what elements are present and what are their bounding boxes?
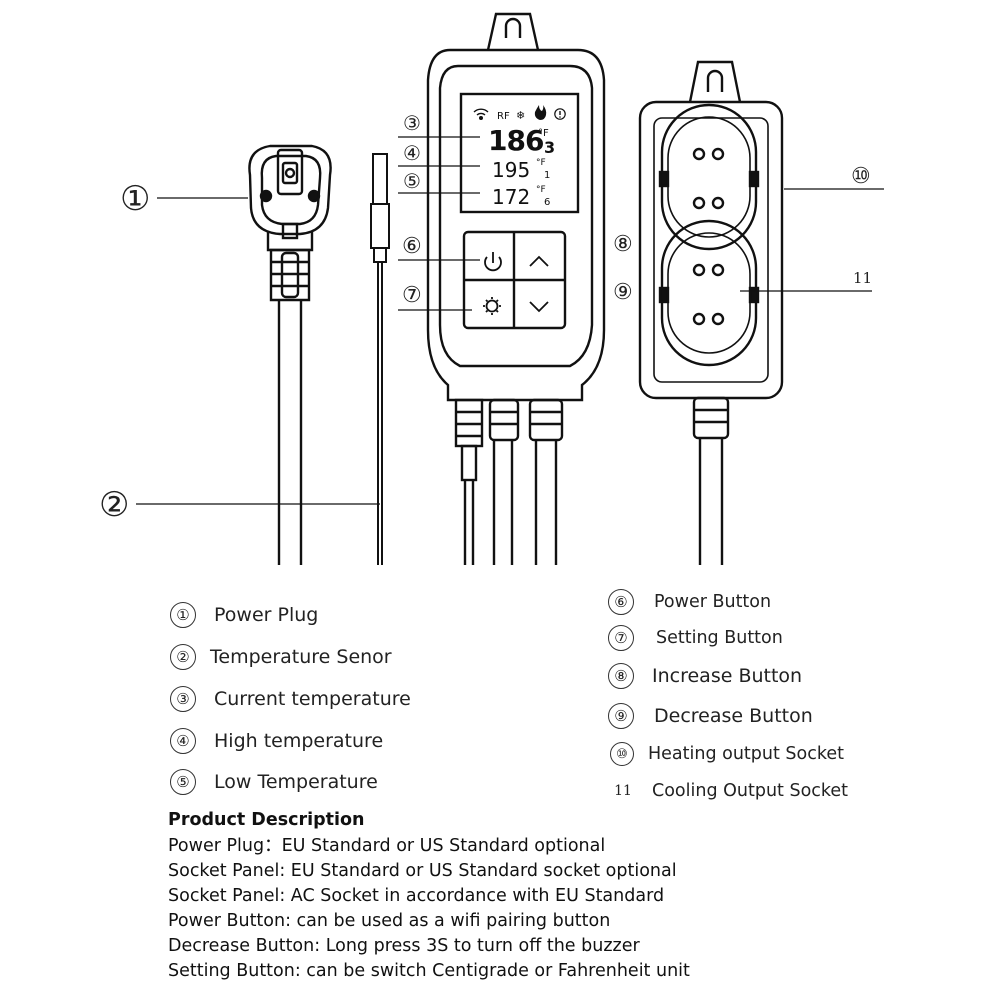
description-line: Socket Panel: AC Socket in accordance wi… bbox=[168, 886, 665, 906]
description-line: Power Button: can be used as a wifi pair… bbox=[168, 911, 611, 931]
callout-1: ① bbox=[120, 179, 150, 219]
callout-3: ③ bbox=[403, 111, 421, 135]
high-temperature-value: 195 bbox=[492, 158, 530, 182]
legend-number: ① bbox=[170, 602, 196, 628]
legend-item: ⑤ Low Temperature bbox=[170, 769, 378, 795]
product-diagram: RF ❄ 186 °F 3 195 °F 1 172 °F 6 bbox=[99, 12, 884, 565]
description-heading: Product Description bbox=[168, 810, 365, 830]
current-temperature-value: 186 bbox=[488, 124, 543, 157]
callout-6: ⑥ bbox=[402, 234, 422, 259]
legend-label: Decrease Button bbox=[654, 705, 813, 727]
power-button[interactable] bbox=[466, 234, 512, 278]
power-plug-illustration bbox=[248, 144, 332, 565]
legend-item: ⑩ Heating output Socket bbox=[610, 742, 844, 766]
legend-label: Increase Button bbox=[652, 665, 803, 687]
callout-8: ⑧ bbox=[613, 232, 633, 257]
callout-7: ⑦ bbox=[402, 283, 422, 308]
rf-label: RF bbox=[497, 111, 510, 122]
legend-label: Low Temperature bbox=[214, 771, 378, 793]
description-line: Setting Button: can be switch Centigrade… bbox=[168, 961, 690, 981]
callout-2: ② bbox=[99, 485, 129, 525]
legend-label: Heating output Socket bbox=[648, 744, 844, 764]
controller-illustration bbox=[426, 12, 606, 565]
legend-number: 11 bbox=[614, 783, 632, 799]
legend-item: ⑧ Increase Button bbox=[608, 663, 802, 689]
legend-number: ⑥ bbox=[608, 589, 634, 615]
chevron-up-icon bbox=[529, 255, 549, 267]
product-description: Product Description Power Plug：EU Standa… bbox=[168, 810, 968, 984]
legend-label: Power Plug bbox=[214, 604, 319, 626]
legend-number: ⑨ bbox=[608, 703, 634, 729]
legend-item: ② Temperature Senor bbox=[170, 644, 392, 670]
alarm-icon bbox=[554, 108, 566, 120]
callout-4: ④ bbox=[403, 141, 421, 165]
legend-label: Power Button bbox=[654, 592, 772, 612]
legend-label: Cooling Output Socket bbox=[652, 781, 849, 801]
flame-icon bbox=[534, 105, 547, 120]
legend-item: ① Power Plug bbox=[170, 602, 318, 628]
description-line: Socket Panel: EU Standard or US Standard… bbox=[168, 861, 677, 881]
legend-number: ③ bbox=[170, 686, 196, 712]
legend-number: ④ bbox=[170, 728, 196, 754]
low-temperature-value: 172 bbox=[492, 185, 530, 209]
current-temperature-sub: 3 bbox=[544, 138, 555, 157]
snowflake-icon: ❄ bbox=[516, 109, 525, 122]
callout-11: 11 bbox=[853, 269, 872, 287]
description-line: Decrease Button: Long press 3S to turn o… bbox=[168, 936, 640, 956]
legend-item: ③ Current temperature bbox=[170, 686, 411, 712]
legend-label: Temperature Senor bbox=[210, 646, 392, 668]
increase-button[interactable] bbox=[516, 234, 563, 278]
lcd-display: RF ❄ 186 °F 3 195 °F 1 172 °F 6 bbox=[473, 105, 566, 209]
low-temperature-unit: °F bbox=[536, 185, 546, 195]
legend-number: ⑩ bbox=[610, 742, 634, 766]
socket-panel-illustration bbox=[638, 60, 784, 565]
low-temperature-sub: 6 bbox=[544, 197, 550, 208]
high-temperature-unit: °F bbox=[536, 158, 546, 168]
legend-label: Setting Button bbox=[656, 628, 783, 648]
high-temperature-sub: 1 bbox=[544, 170, 550, 181]
legend-number: ⑧ bbox=[608, 663, 634, 689]
legend-item: ④ High temperature bbox=[170, 728, 383, 754]
wifi-icon bbox=[473, 108, 489, 120]
legend-number: ⑤ bbox=[170, 769, 196, 795]
legend-item: 11 Cooling Output Socket bbox=[610, 778, 848, 804]
legend-number: ② bbox=[170, 644, 196, 670]
setting-button[interactable] bbox=[466, 282, 512, 326]
legend-label: Current temperature bbox=[214, 688, 411, 710]
callout-5: ⑤ bbox=[403, 169, 421, 193]
current-temperature-unit: °F bbox=[538, 128, 549, 139]
legend-label: High temperature bbox=[214, 730, 384, 752]
power-icon bbox=[484, 252, 502, 272]
temperature-sensor-illustration bbox=[370, 153, 390, 565]
leader-lines bbox=[136, 136, 884, 505]
legend-item: ⑦ Setting Button bbox=[608, 625, 783, 651]
callout-9: ⑨ bbox=[613, 280, 633, 305]
callout-10: ⑩ bbox=[851, 164, 871, 189]
gear-icon bbox=[483, 297, 501, 315]
chevron-down-icon bbox=[529, 301, 549, 313]
legend-item: ⑨ Decrease Button bbox=[608, 703, 813, 729]
description-line: Power Plug：EU Standard or US Standard op… bbox=[168, 836, 606, 856]
legend-number: ⑦ bbox=[608, 625, 634, 651]
legend-item: ⑥ Power Button bbox=[608, 589, 771, 615]
decrease-button[interactable] bbox=[516, 282, 563, 326]
